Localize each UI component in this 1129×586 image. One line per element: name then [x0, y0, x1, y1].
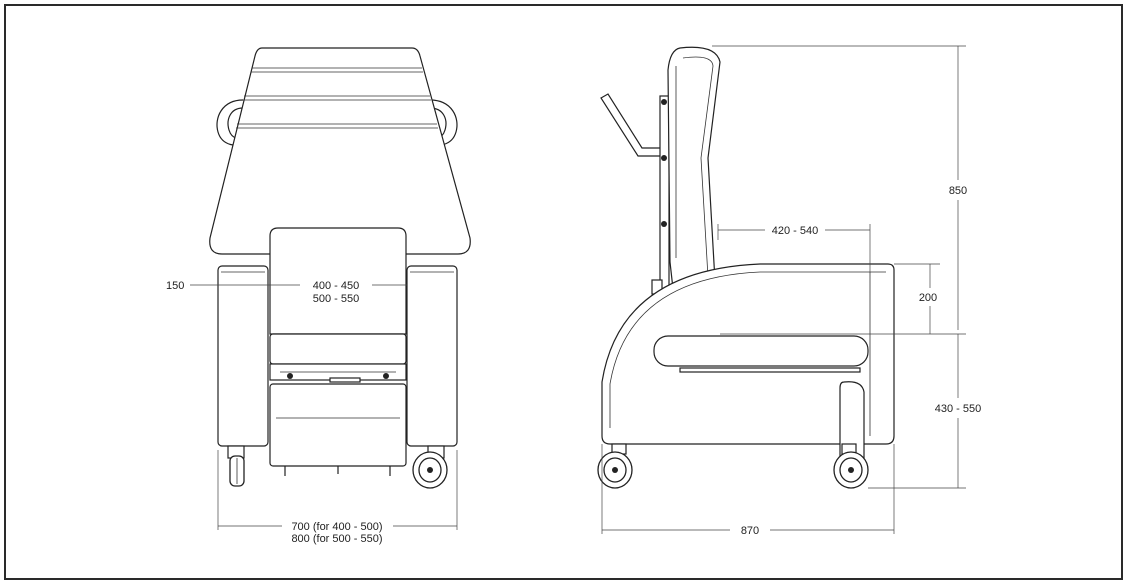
- push-handle: [600, 93, 669, 157]
- overall-width-label-2: 800 (for 500 - 550): [291, 533, 382, 545]
- seat-depth-label: 420 - 540: [772, 225, 818, 237]
- overall-width-label-1: 700 (for 400 - 500): [291, 521, 382, 533]
- drawing-frame: [4, 4, 1123, 580]
- armrest-width-label: 150: [166, 280, 184, 292]
- seat-width-label-2: 500 - 550: [313, 293, 359, 305]
- side-frame-tube: [659, 95, 670, 293]
- seat-height-label: 430 - 550: [935, 403, 981, 415]
- front-footrest: [269, 383, 407, 467]
- backrest-height-label: 850: [949, 185, 967, 197]
- front-view: [209, 47, 471, 489]
- armrest-height-label: 200: [919, 292, 937, 304]
- front-backrest: [209, 47, 471, 255]
- right-armrest: [406, 265, 458, 447]
- overall-depth-label: 870: [741, 525, 759, 537]
- dimension-labels: 150 400 - 450 500 - 550 700 (for 400 - 5…: [166, 185, 981, 545]
- seat-width-label-1: 400 - 450: [313, 280, 359, 292]
- side-seat-cushion: [653, 335, 869, 367]
- front-seat-cushion: [269, 227, 407, 335]
- left-armrest: [217, 265, 269, 447]
- side-view: [597, 46, 895, 489]
- dimension-lines: [190, 45, 966, 534]
